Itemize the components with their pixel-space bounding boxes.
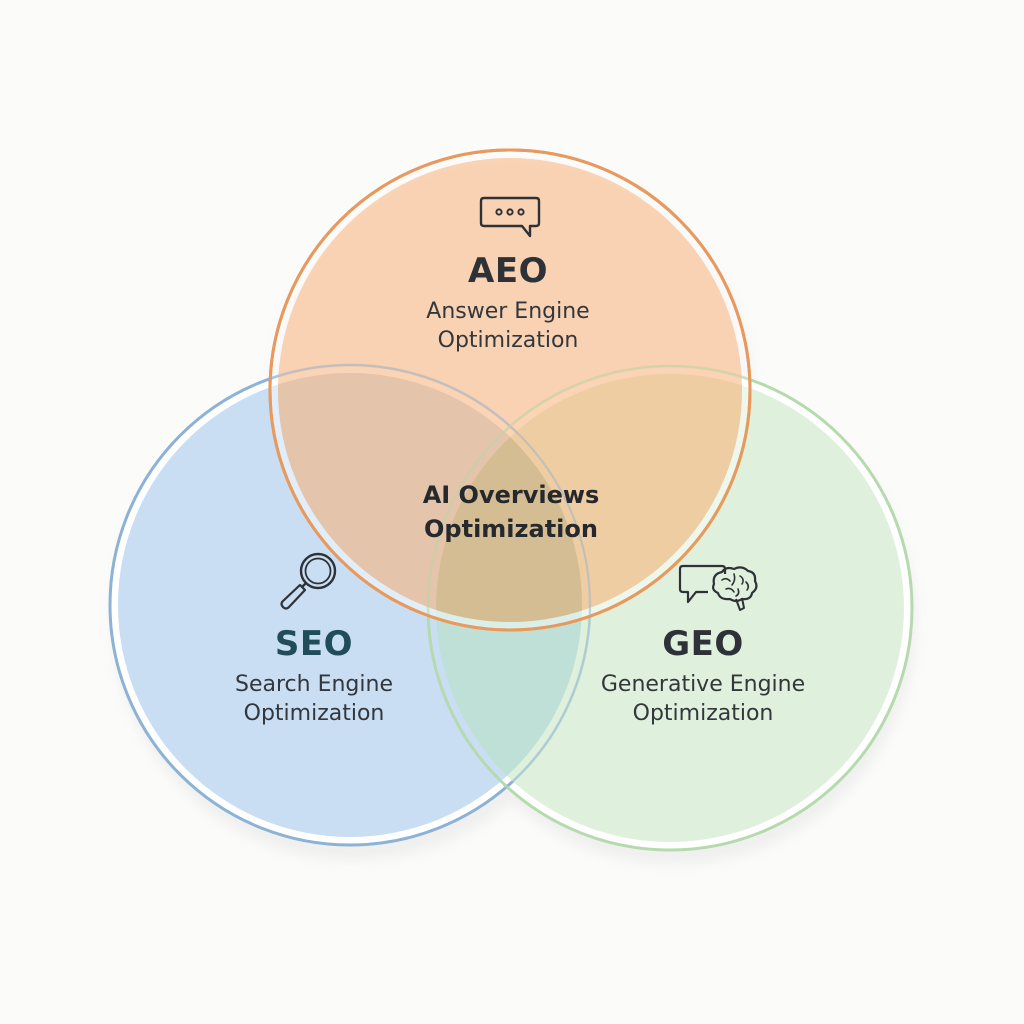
aeo-full-name-line2: Optimization [437,328,579,353]
seo-full-name-line1: Search Engine [235,672,393,697]
geo-label: GEO Generative Engine Optimization [601,624,805,728]
chat-bubble-icon [479,196,541,238]
intersection-label: AI Overviews Optimization [423,478,600,546]
seo-acronym: SEO [274,624,354,664]
geo-full-name-line2: Optimization [632,701,774,726]
geo-acronym: GEO [662,624,744,664]
intersection-line1: AI Overviews [422,481,600,509]
aeo-label: AEO Answer Engine Optimization [426,251,589,355]
seo-label: SEO Search Engine Optimization [235,624,393,728]
aeo-full-name-line1: Answer Engine [426,299,590,324]
seo-full-name-line2: Optimization [243,701,385,726]
intersection-line2: Optimization [424,515,598,543]
magnifying-glass-icon [280,552,337,610]
chat-brain-icon [678,564,758,611]
geo-full-name-line1: Generative Engine [600,672,806,697]
aeo-acronym: AEO [468,251,548,291]
